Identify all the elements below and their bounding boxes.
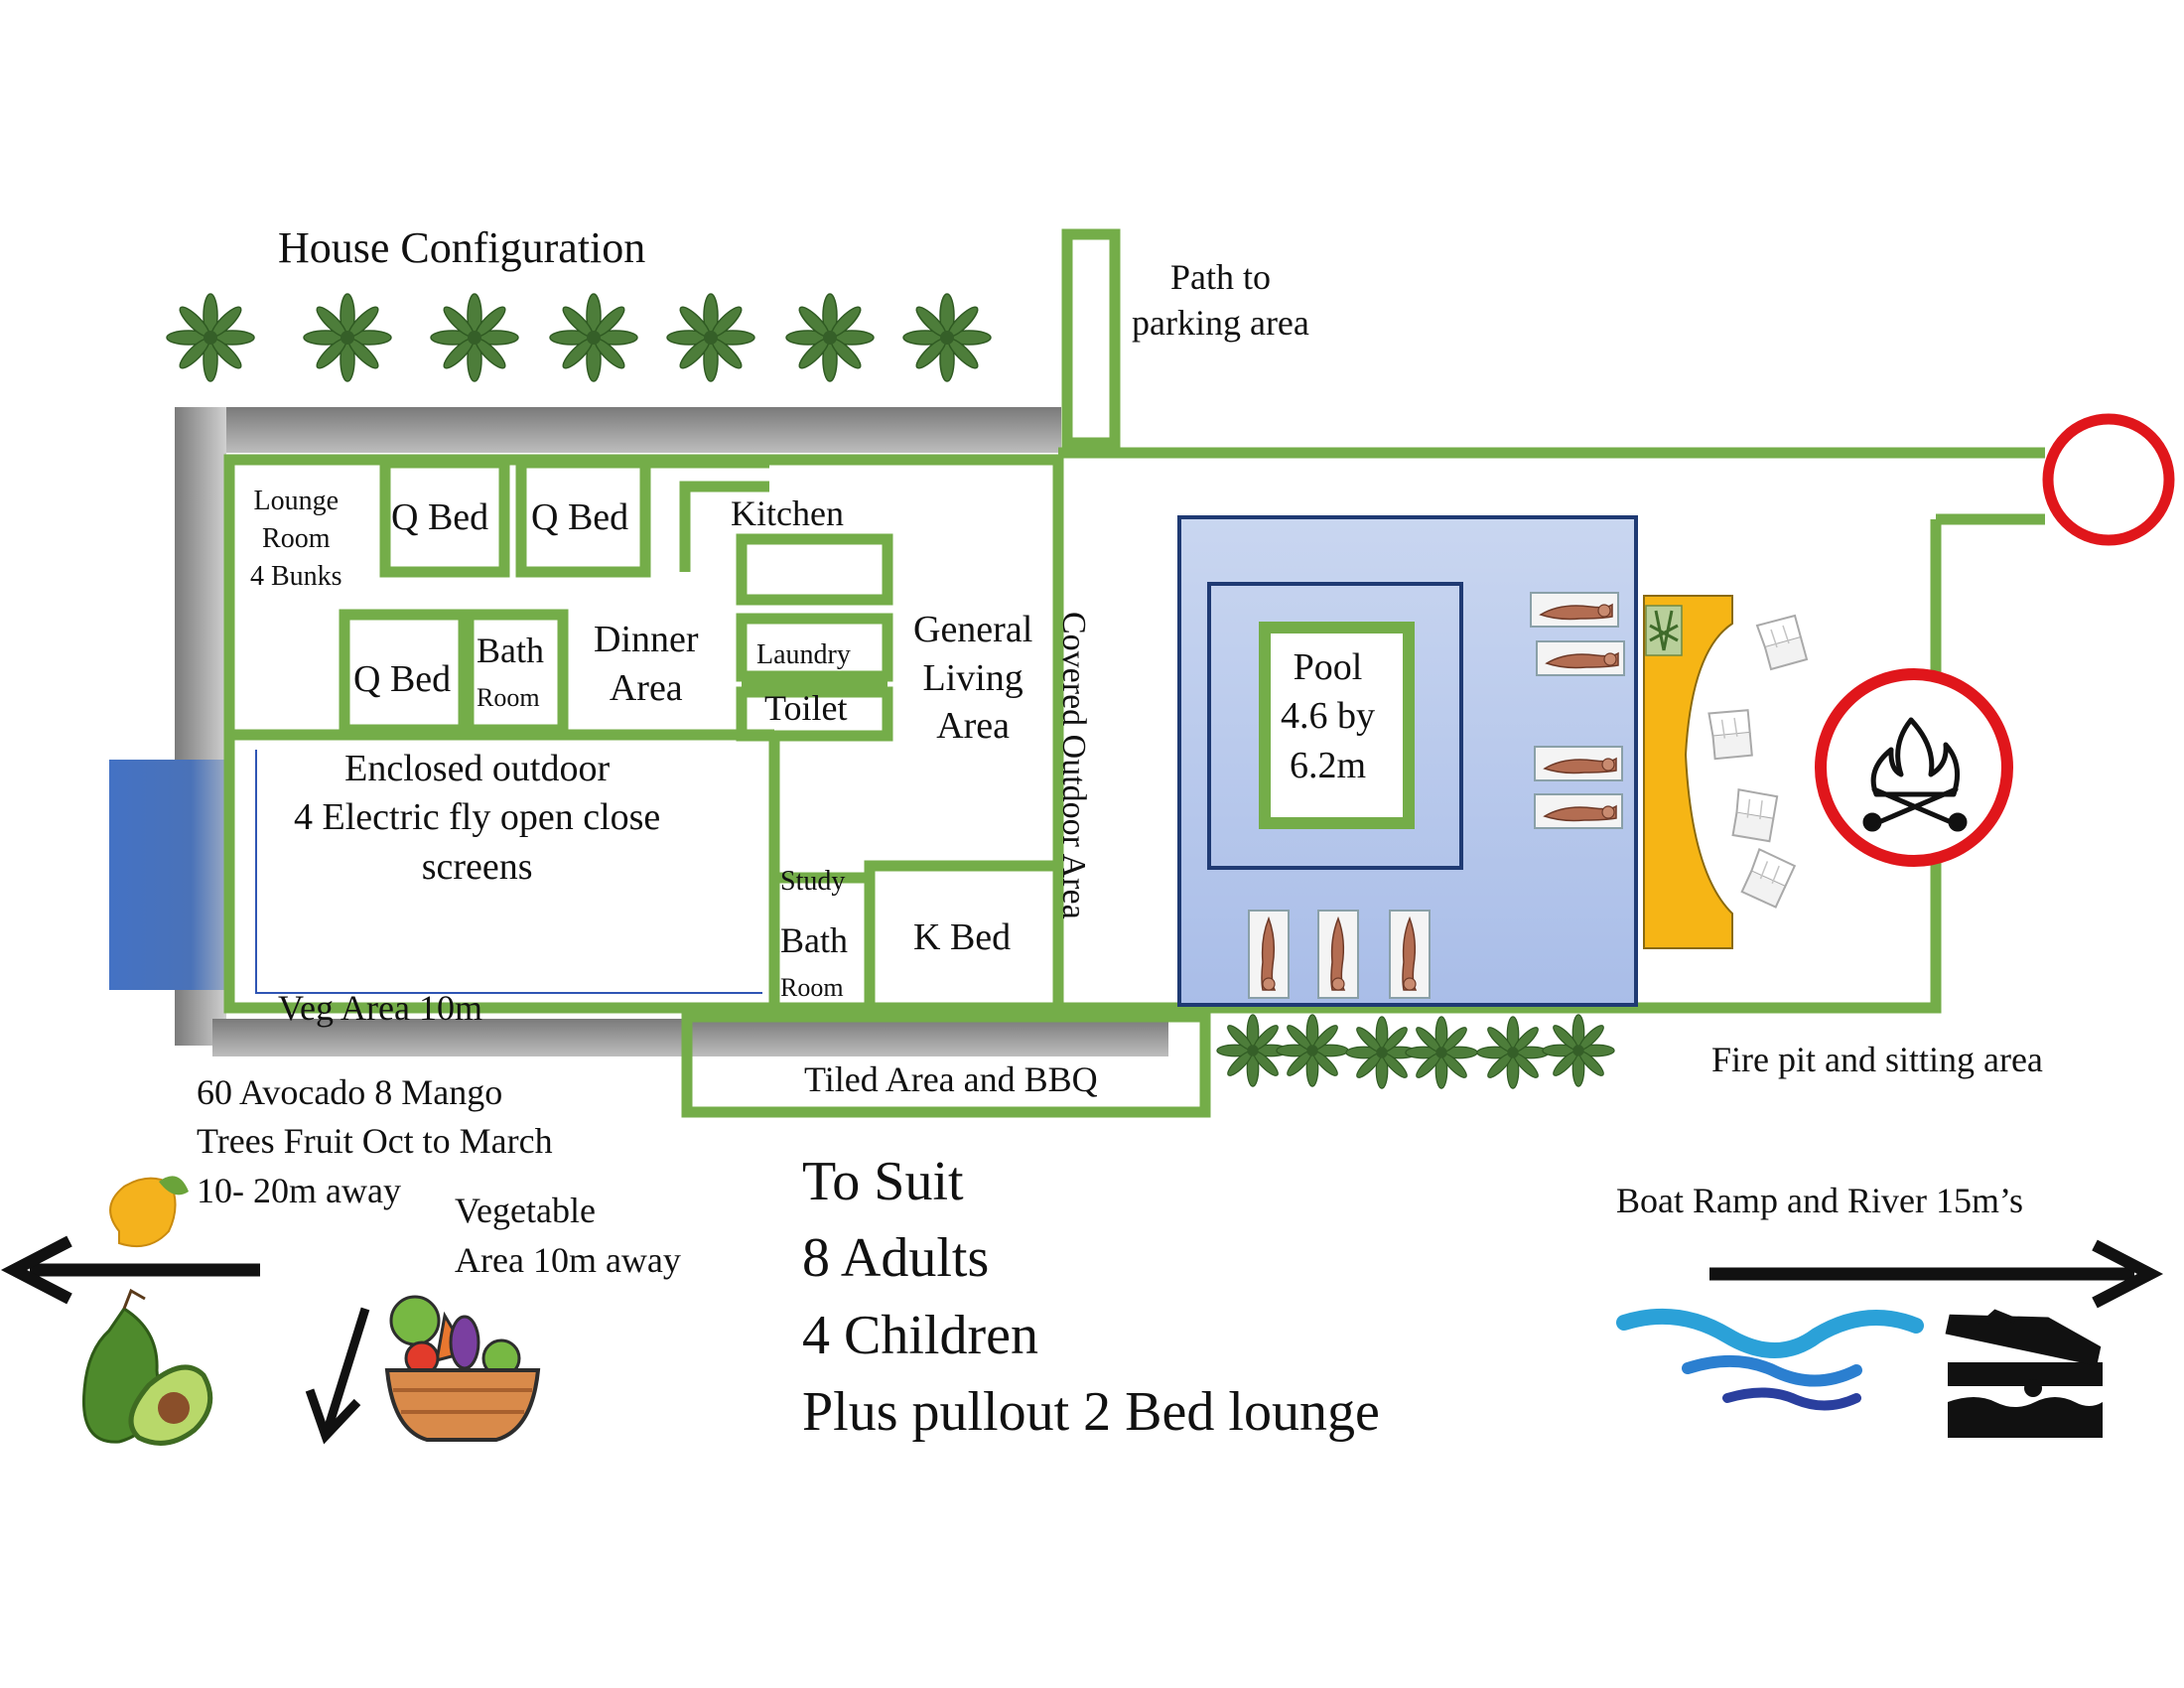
- arrow-right-icon: [1709, 1239, 2164, 1309]
- palm-tree-icon: [549, 293, 638, 382]
- pool-label: Pool 4.6 by 6.2m: [1281, 646, 1375, 786]
- arrow-down-left-icon: [305, 1307, 370, 1445]
- sun-lounger-icon: [1389, 910, 1431, 999]
- study-label: Study: [780, 866, 846, 897]
- covered-outdoor-area-label: Covered Outdoor Area: [1055, 612, 1092, 919]
- tiled-area-bbq-label: Tiled Area and BBQ: [804, 1059, 1098, 1099]
- laundry-label: Laundry: [756, 639, 851, 670]
- pool: [1259, 622, 1415, 829]
- q-bed-1-label: Q Bed: [391, 496, 489, 538]
- palm-tree-icon: [1542, 1014, 1615, 1087]
- page-title: House Configuration: [278, 223, 646, 272]
- q-bed-3-label: Q Bed: [353, 658, 452, 700]
- boat-ramp-label: Boat Ramp and River 15m’s: [1616, 1181, 2023, 1220]
- outdoor-chair-icon: [1729, 840, 1805, 916]
- capacity-label: To Suit 8 Adults 4 Children Plus pullout…: [802, 1151, 1380, 1443]
- general-living-area-label: General Living Area: [913, 609, 1033, 748]
- house-walls: [223, 228, 2045, 1118]
- river-waves-icon: [1616, 1308, 1924, 1411]
- palm-tree-icon-row-top: [166, 293, 992, 382]
- palm-tree-icon: [1276, 1014, 1349, 1087]
- fire-pit-label: Fire pit and sitting area: [1711, 1040, 2043, 1079]
- bath-room-2-sub-label: Room: [780, 973, 844, 1002]
- pool-surround: [1207, 582, 1463, 870]
- k-bed-label: K Bed: [913, 916, 1012, 958]
- sun-lounger-icon: [1534, 793, 1623, 829]
- avocado-icon: [81, 1288, 213, 1446]
- path-end-ring: [2042, 413, 2175, 546]
- sun-lounger-icon: [1248, 910, 1290, 999]
- bath-room-1-sub-label: Room: [477, 683, 540, 712]
- sun-lounger-icon: [1534, 746, 1623, 781]
- palm-tree-icon-row-bottom: [1216, 1014, 1615, 1089]
- potted-plant-icon: [1645, 605, 1683, 656]
- sun-lounger-icon: [1317, 910, 1359, 999]
- enclosed-outdoor-outline: [255, 750, 762, 994]
- sun-lounger-icon: [1530, 592, 1619, 628]
- palm-tree-icon: [166, 293, 255, 382]
- fruit-trees-label: 60 Avocado 8 Mango Trees Fruit Oct to Ma…: [197, 1072, 553, 1210]
- lounge-room-label: Lounge Room 4 Bunks: [250, 486, 342, 592]
- veg-area-label: Veg Area 10m: [278, 988, 482, 1028]
- kitchen-label: Kitchen: [731, 493, 844, 533]
- sun-lounger-icon: [1536, 640, 1625, 676]
- north-wall: [175, 407, 1061, 453]
- enclosed-outdoor-label: Enclosed outdoor 4 Electric fly open clo…: [294, 748, 661, 888]
- bath-room-1-label: Bath: [477, 631, 544, 670]
- palm-tree-icon: [785, 293, 875, 382]
- palm-tree-icon: [666, 293, 755, 382]
- side-deck: [109, 760, 226, 990]
- dinner-area-label: Dinner Area: [594, 619, 699, 709]
- palm-tree-icon: [1405, 1016, 1478, 1089]
- palm-tree-icon: [430, 293, 519, 382]
- vegetable-basket-icon: [384, 1295, 541, 1442]
- vegetable-area-label: Vegetable Area 10m away: [455, 1191, 681, 1281]
- bath-room-2-label: Bath: [780, 920, 848, 960]
- path-to-parking-label: Path to parking area: [1132, 257, 1309, 344]
- toilet-label: Toilet: [764, 688, 848, 728]
- palm-tree-icon: [902, 293, 992, 382]
- outdoor-chair-icon: [1718, 779, 1790, 852]
- outdoor-chair-icon: [1756, 615, 1808, 670]
- outdoor-chair-icon: [1700, 702, 1761, 767]
- palm-tree-icon: [1476, 1016, 1550, 1089]
- arrow-left-icon: [0, 1235, 260, 1305]
- campfire-icon: [1862, 717, 1968, 832]
- curved-bench: [1643, 595, 1733, 949]
- mango-icon: [109, 1176, 189, 1247]
- palm-tree-icon: [303, 293, 392, 382]
- boat-ramp-icon: [1945, 1309, 2103, 1438]
- q-bed-2-label: Q Bed: [531, 496, 629, 538]
